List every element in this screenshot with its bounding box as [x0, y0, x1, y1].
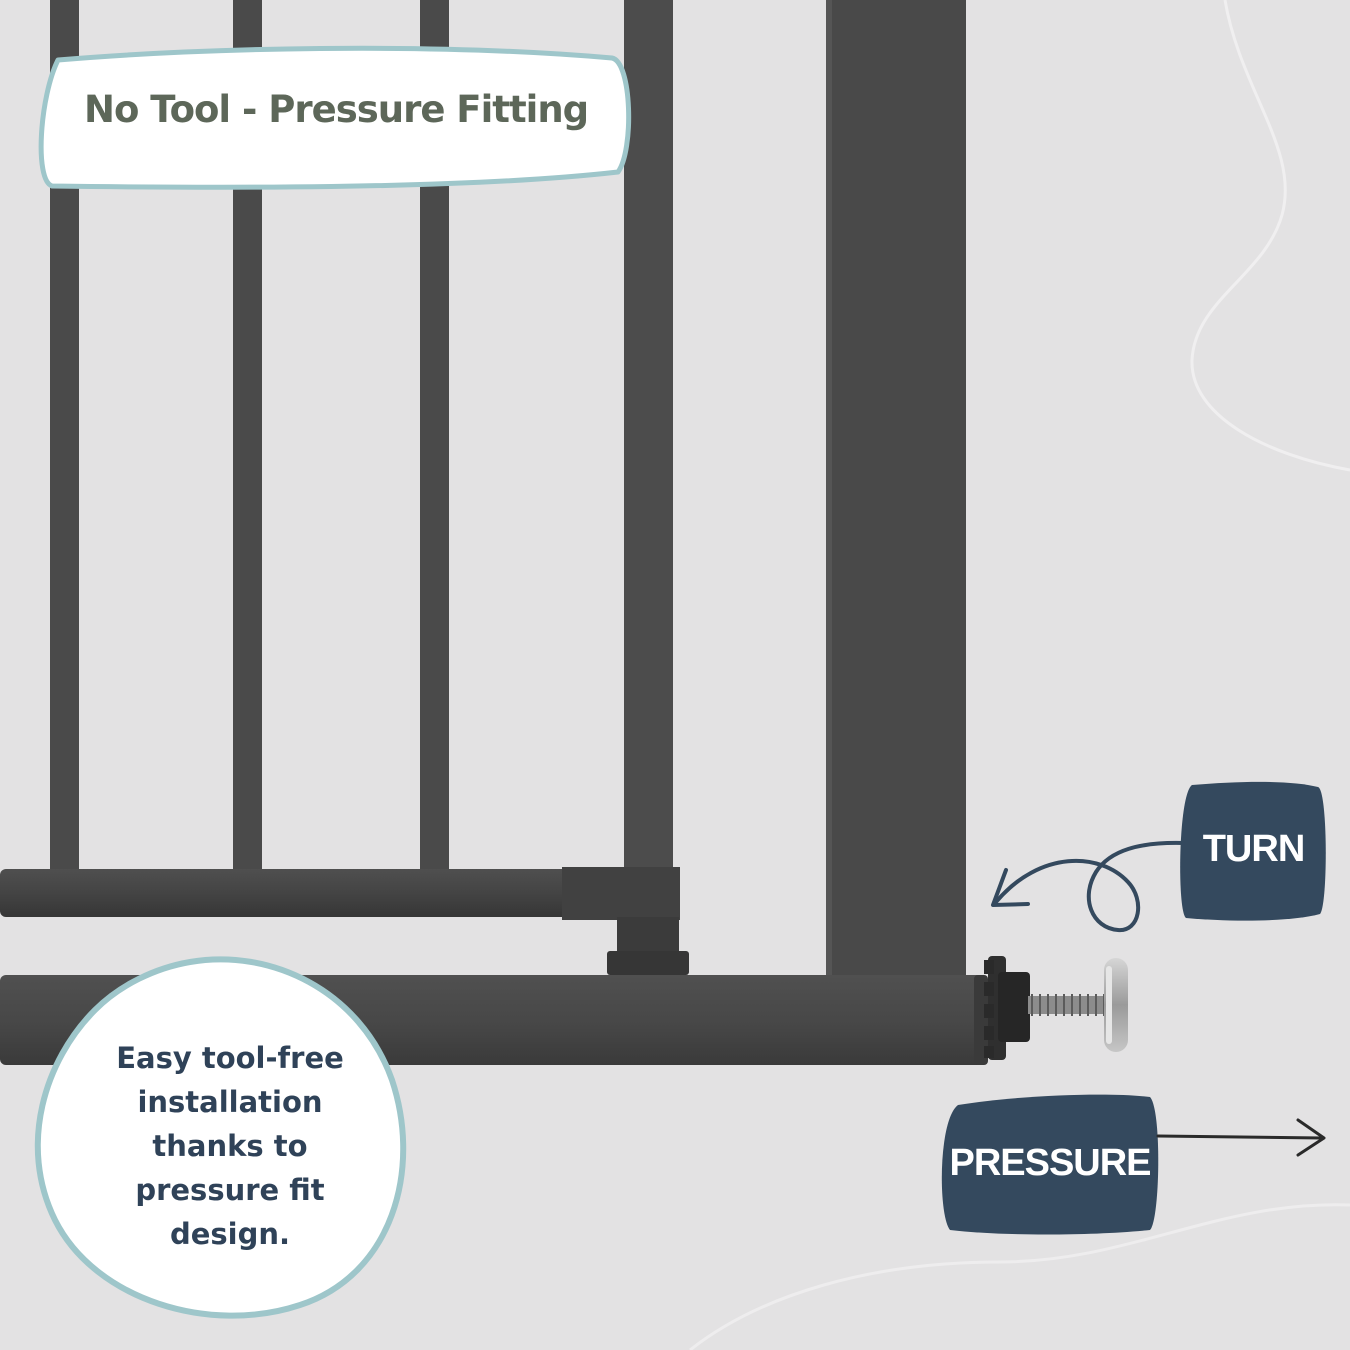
pressure-knob [984, 956, 1030, 1060]
gate-frame-post [826, 0, 966, 976]
feature-text-line: thanks to [152, 1129, 308, 1163]
pressure-label: PRESSURE [949, 1142, 1151, 1184]
turn-tag [1180, 781, 1326, 921]
spring-rod [1028, 994, 1108, 1016]
curved-arrow-icon [994, 840, 1185, 932]
title-callout [38, 45, 632, 190]
decorative-swirl [1190, 0, 1350, 472]
feature-text-line: pressure fit [135, 1173, 325, 1207]
gate-door-post [624, 0, 673, 872]
feature-text-line: installation [137, 1085, 323, 1119]
feature-text: Easy tool-free installation thanks to pr… [92, 1036, 368, 1256]
turn-label: TURN [1202, 828, 1306, 870]
latch-bracket [562, 867, 680, 920]
feature-text-line: design. [169, 1217, 291, 1251]
pressure-tag [941, 1094, 1159, 1235]
feature-blob [34, 956, 407, 1319]
feature-text-line: Easy tool-free [116, 1041, 344, 1075]
gate-lower-rail [0, 869, 575, 917]
right-arrow-icon [1156, 1134, 1324, 1140]
callout-title: No Tool - Pressure Fitting [84, 88, 589, 131]
decorative-swirl [689, 1203, 1350, 1350]
